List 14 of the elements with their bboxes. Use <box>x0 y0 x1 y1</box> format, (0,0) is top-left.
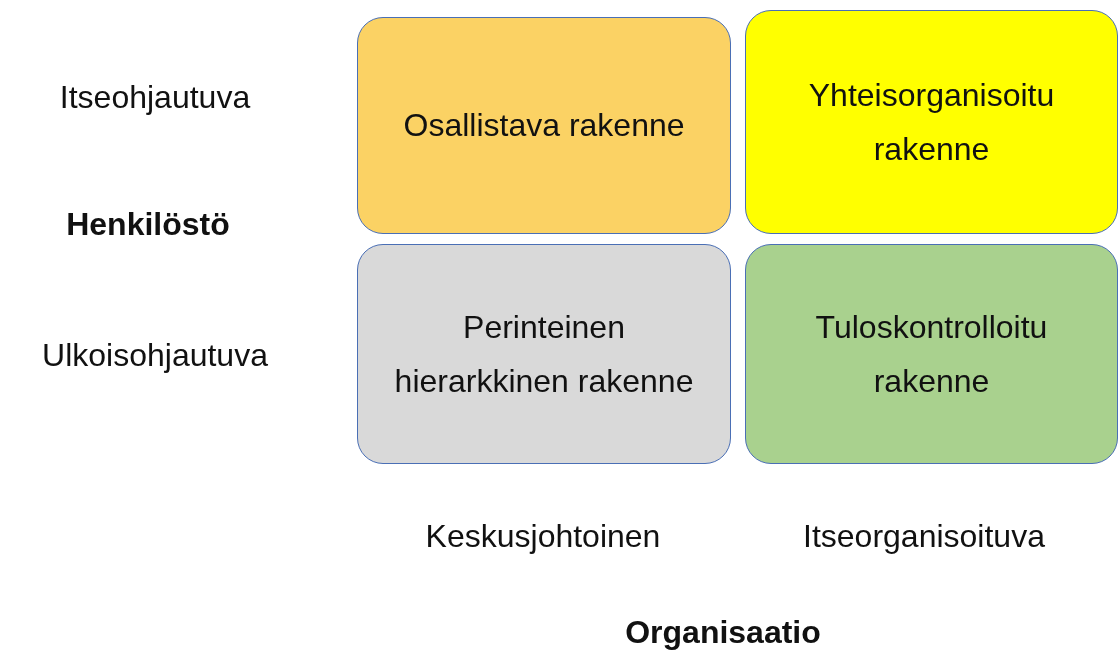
quadrant-label: Perinteinen hierarkkinen rakenne <box>393 307 695 401</box>
quadrant-label: Yhteisorganisoitu rakenne <box>807 75 1056 169</box>
quadrant-box <box>357 17 731 234</box>
quadrant-label: Osallistava rakenne <box>402 106 686 146</box>
row-label: Ulkoisohjautuva <box>42 336 268 374</box>
row-label: Itseohjautuva <box>59 78 251 116</box>
axis-title: Organisaatio <box>625 613 821 651</box>
quadrant-box <box>745 10 1118 234</box>
axis-title: Henkilöstö <box>66 205 230 243</box>
column-label: Keskusjohtoinen <box>425 517 661 555</box>
quadrant-label: Tuloskontrolloitu rakenne <box>814 307 1049 401</box>
quadrant-box <box>357 244 731 464</box>
column-label: Itseorganisoituva <box>803 517 1045 555</box>
quadrant-box <box>745 244 1118 464</box>
